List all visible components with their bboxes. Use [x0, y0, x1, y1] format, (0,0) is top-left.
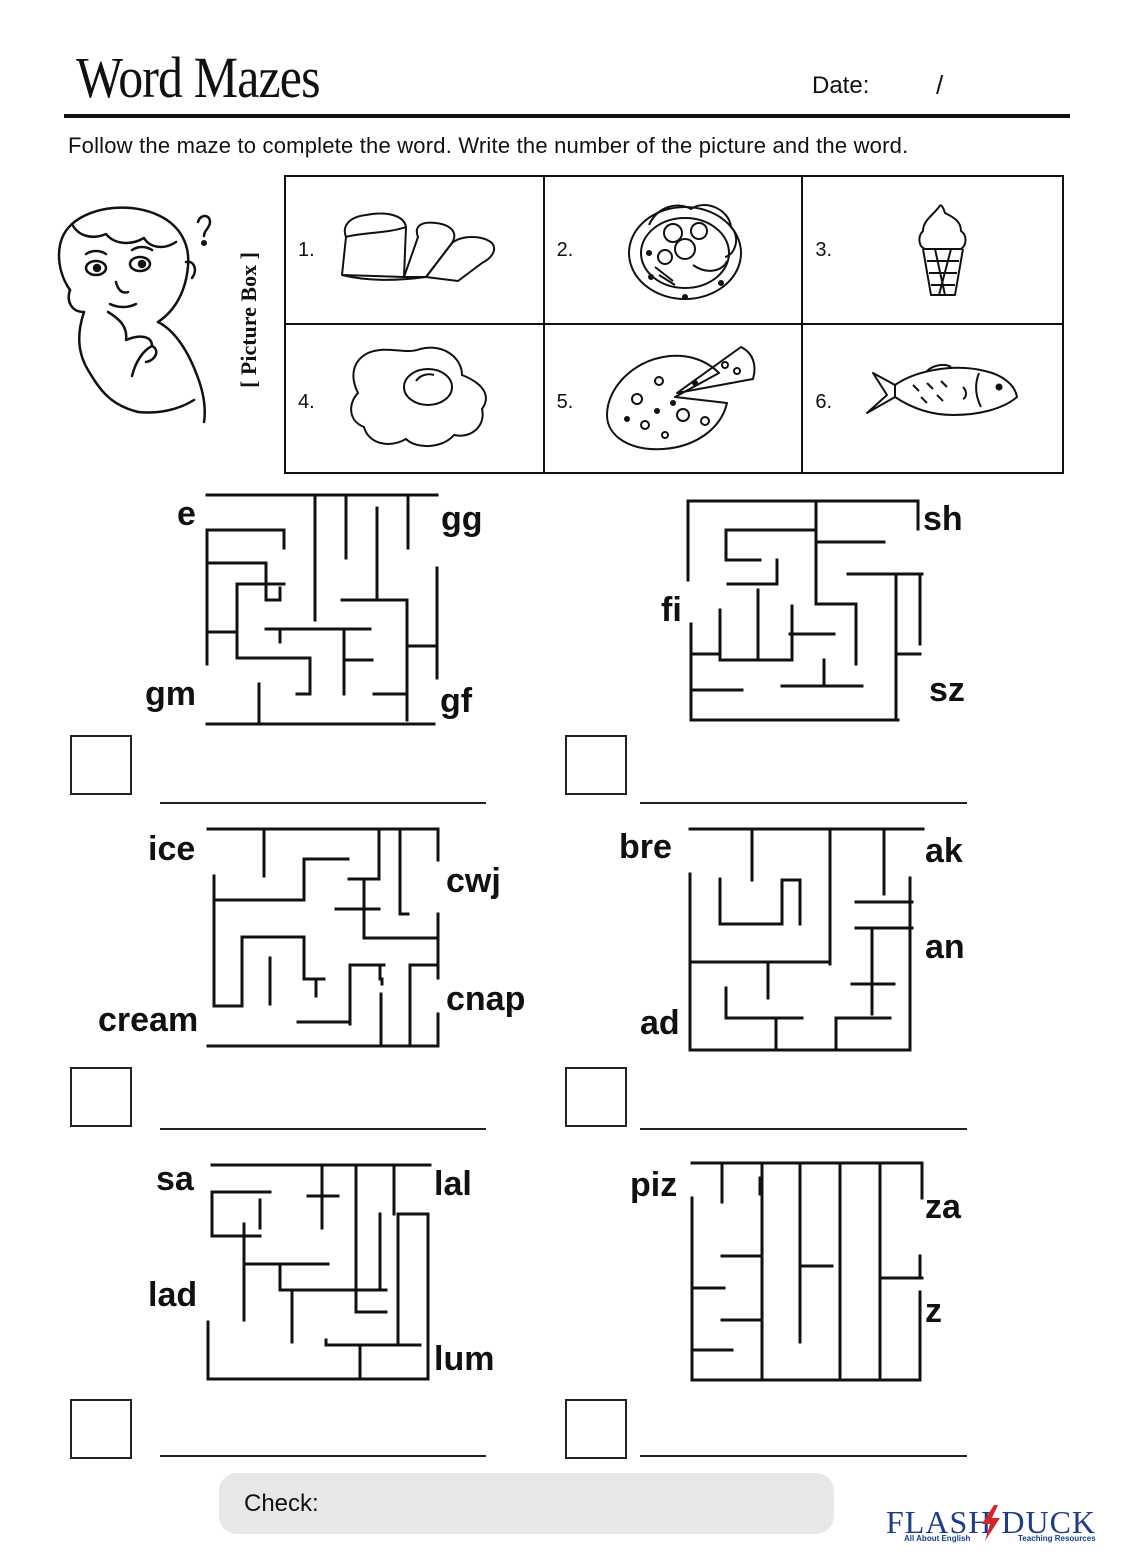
- picture-number-box[interactable]: [565, 1067, 627, 1127]
- maze-ending: cwj: [446, 862, 501, 900]
- check-label: Check:: [244, 1490, 319, 1517]
- maze-ending: sh: [923, 500, 963, 538]
- maze-start-word: ice: [148, 830, 196, 868]
- maze-ending: lal: [434, 1165, 472, 1203]
- date-separator: /: [936, 70, 944, 100]
- maze-4: [688, 827, 925, 1052]
- picture-number: 5.: [556, 390, 574, 413]
- flash-duck-logo: FLASH DUCK All About English Teaching Re…: [886, 1504, 1112, 1544]
- maze-start-word: e: [177, 495, 196, 533]
- salad-icon: [627, 204, 742, 300]
- maze-ending: gg: [441, 500, 483, 538]
- picture-number: 2.: [556, 239, 574, 261]
- bread-icon: [341, 212, 496, 282]
- maze-ending: lum: [434, 1340, 495, 1378]
- maze-start-word: sa: [156, 1160, 194, 1198]
- picture-item-5: 5.: [545, 324, 804, 472]
- word-answer-line[interactable]: [160, 1128, 486, 1130]
- fish-icon: [866, 363, 1019, 416]
- fried-egg-icon: [350, 346, 487, 447]
- picture-number: 3.: [815, 239, 833, 261]
- word-answer-line[interactable]: [160, 802, 486, 804]
- header-rule: [64, 114, 1070, 118]
- picture-number-box[interactable]: [565, 735, 627, 795]
- logo-tagline-right: Teaching Resources: [1018, 1534, 1096, 1543]
- picture-item-6: 6.: [803, 325, 1062, 473]
- picture-box-label: [ Picture Box ]: [236, 252, 261, 388]
- maze-ending: cream: [98, 1001, 199, 1039]
- word-answer-line[interactable]: [640, 802, 967, 804]
- word-answer-line[interactable]: [160, 1455, 486, 1457]
- date-label: Date:: [812, 72, 870, 99]
- logo-tagline-left: All About English: [904, 1534, 971, 1543]
- maze-5: [206, 1163, 432, 1381]
- maze-3: [206, 827, 440, 1048]
- page-title: Word Mazes: [76, 45, 320, 110]
- maze-1: [205, 493, 439, 726]
- maze-ending: lad: [148, 1276, 198, 1314]
- maze-ending: sz: [929, 671, 965, 709]
- maze-6: [690, 1161, 924, 1382]
- picture-box: 1. 2.: [284, 175, 1064, 474]
- picture-number: 1.: [298, 239, 315, 261]
- picture-item-3: 3.: [803, 177, 1062, 325]
- maze-start-word: fi: [661, 591, 682, 629]
- lightning-bolt-icon: [982, 1505, 1000, 1541]
- word-answer-line[interactable]: [640, 1128, 967, 1130]
- maze-start-word: bre: [619, 828, 672, 866]
- picture-number-box[interactable]: [70, 735, 132, 795]
- picture-item-2: 2.: [544, 177, 804, 325]
- maze-ending: za: [925, 1188, 961, 1226]
- maze-ending: ad: [640, 1004, 680, 1042]
- picture-number: 6.: [815, 390, 833, 413]
- picture-number-box[interactable]: [70, 1067, 132, 1127]
- maze-start-word: piz: [630, 1166, 678, 1204]
- picture-item-4: 4.: [286, 324, 545, 472]
- instructions: Follow the maze to complete the word. Wr…: [68, 133, 909, 158]
- maze-2: [686, 499, 924, 722]
- maze-ending: gf: [440, 682, 473, 720]
- maze-ending: z: [925, 1292, 942, 1330]
- picture-item-1: 1.: [286, 177, 545, 325]
- picture-number: 4.: [298, 390, 315, 413]
- picture-number-box[interactable]: [70, 1399, 132, 1459]
- ice-cream-icon: [918, 204, 967, 296]
- maze-ending: gm: [145, 675, 196, 713]
- thinking-boy-icon: [57, 206, 212, 424]
- picture-number-box[interactable]: [565, 1399, 627, 1459]
- maze-ending: ak: [925, 832, 963, 870]
- check-bar: Check:: [219, 1473, 834, 1534]
- maze-ending: an: [925, 928, 965, 966]
- maze-ending: cnap: [446, 980, 526, 1018]
- pizza-icon: [605, 345, 756, 450]
- word-answer-line[interactable]: [640, 1455, 967, 1457]
